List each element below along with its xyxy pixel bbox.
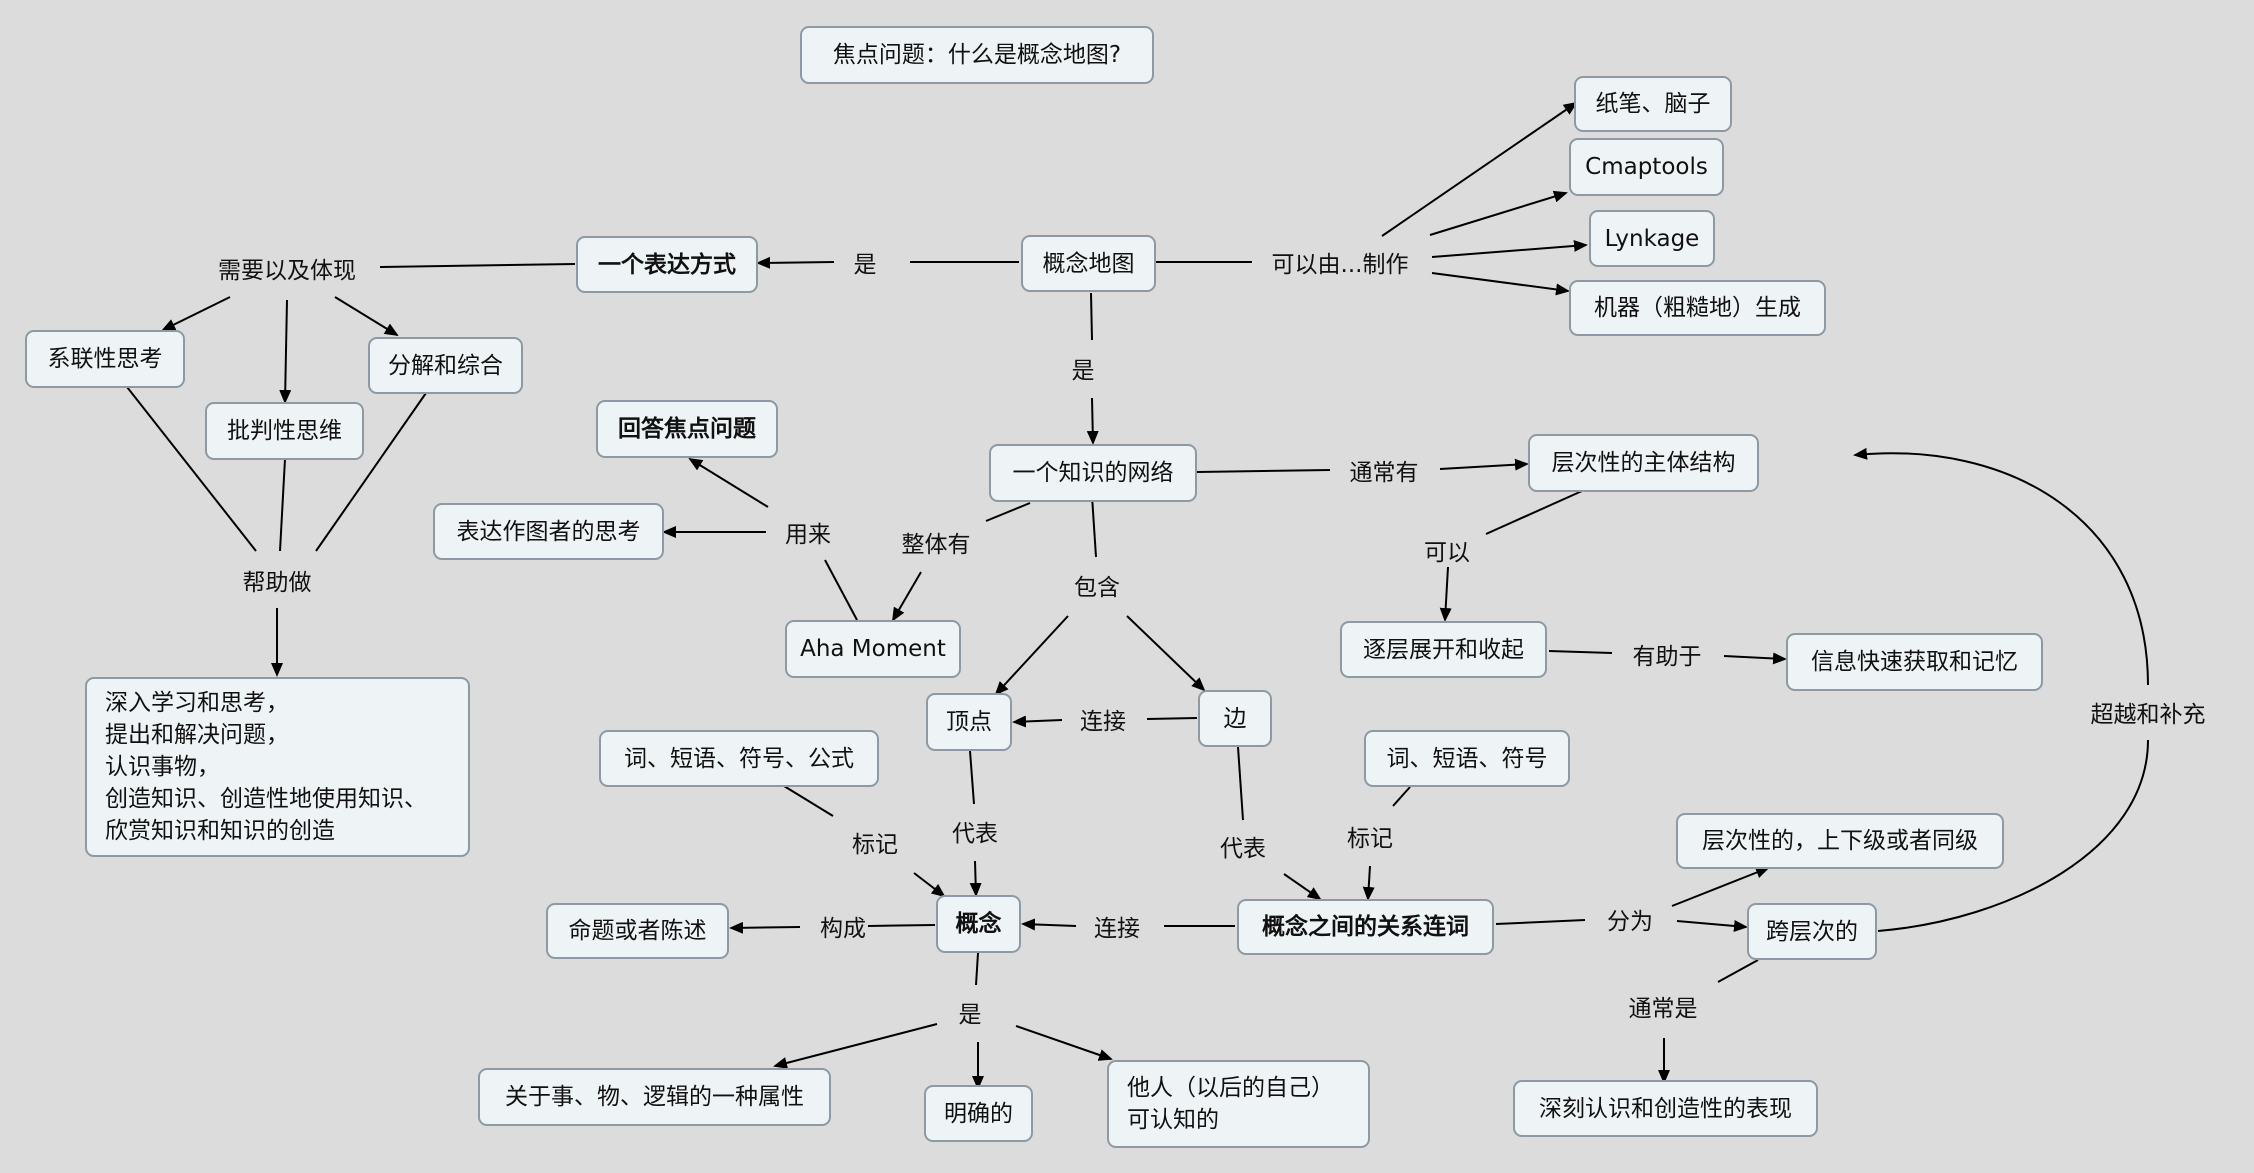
node-biaoda-zuotuzhe[interactable]: 表达作图者的思考 bbox=[433, 503, 664, 560]
link-label-shi: 是 bbox=[853, 252, 877, 278]
link-label-lianjie: 连接 bbox=[1094, 916, 1140, 942]
link-label-biaoji: 标记 bbox=[852, 832, 898, 858]
node-cmaptools[interactable]: Cmaptools bbox=[1569, 138, 1724, 196]
link-label-goucheng: 构成 bbox=[820, 916, 866, 942]
link-label-bangzhuzuo: 帮助做 bbox=[242, 570, 312, 596]
node-kuacengci[interactable]: 跨层次的 bbox=[1747, 903, 1877, 960]
link-label-tongchangyou: 通常有 bbox=[1349, 460, 1419, 486]
node-xinxi[interactable]: 信息快速获取和记忆 bbox=[1786, 633, 2043, 691]
node-gainian-ditu[interactable]: 概念地图 bbox=[1021, 235, 1156, 292]
link-label-zhengtiyou: 整体有 bbox=[901, 532, 971, 558]
node-pipanxing[interactable]: 批判性思维 bbox=[205, 402, 364, 460]
node-jiqi[interactable]: 机器（粗糙地）生成 bbox=[1569, 280, 1826, 336]
node-zhishi-wangluo[interactable]: 一个知识的网络 bbox=[989, 444, 1197, 502]
node-cengci-shangxia[interactable]: 层次性的，上下级或者同级 bbox=[1676, 813, 2004, 869]
node-xilianxing[interactable]: 系联性思考 bbox=[25, 330, 185, 388]
node-biaoda-fangshi[interactable]: 一个表达方式 bbox=[576, 236, 758, 293]
node-mingque[interactable]: 明确的 bbox=[924, 1085, 1033, 1142]
node-huida[interactable]: 回答焦点问题 bbox=[596, 400, 778, 458]
link-label-shi: 是 bbox=[1071, 358, 1095, 384]
link-label-lianjie: 连接 bbox=[1080, 709, 1126, 735]
link-label-daibiao: 代表 bbox=[1220, 836, 1266, 862]
link-label-chaoyue: 超越和补充 bbox=[2090, 702, 2206, 728]
link-label-xuyao: 需要以及体现 bbox=[218, 258, 356, 284]
node-taren[interactable]: 他人（以后的自己） 可认知的 bbox=[1107, 1060, 1370, 1148]
node-shenru-xuexi[interactable]: 深入学习和思考， 提出和解决问题， 认识事物， 创造知识、创造性地使用知识、 欣… bbox=[85, 677, 470, 857]
link-label-biaoji: 标记 bbox=[1347, 826, 1393, 852]
node-ciyu-gongshi[interactable]: 词、短语、符号、公式 bbox=[599, 730, 879, 787]
node-dingdian[interactable]: 顶点 bbox=[926, 693, 1012, 751]
link-label-fenwei: 分为 bbox=[1607, 909, 1653, 935]
link-label-baohan: 包含 bbox=[1074, 575, 1120, 601]
link-label-keyi: 可以 bbox=[1424, 540, 1470, 566]
link-label-youzhuyu: 有助于 bbox=[1632, 644, 1702, 670]
node-bian[interactable]: 边 bbox=[1198, 690, 1272, 747]
link-label-keyiyou: 可以由...制作 bbox=[1271, 252, 1409, 278]
node-fenjie[interactable]: 分解和综合 bbox=[368, 337, 523, 394]
node-lynkage[interactable]: Lynkage bbox=[1589, 210, 1715, 267]
link-label-tongchangshi: 通常是 bbox=[1628, 996, 1698, 1022]
node-ciyu-fuhao[interactable]: 词、短语、符号 bbox=[1364, 730, 1570, 787]
node-shenke[interactable]: 深刻认识和创造性的表现 bbox=[1513, 1080, 1818, 1137]
link-label-yonglai: 用来 bbox=[785, 522, 831, 548]
node-aha-moment[interactable]: Aha Moment bbox=[785, 620, 961, 678]
node-zhibi[interactable]: 纸笔、脑子 bbox=[1574, 76, 1732, 132]
node-gainian[interactable]: 概念 bbox=[936, 895, 1021, 953]
node-guanxi-lianci[interactable]: 概念之间的关系连词 bbox=[1237, 899, 1494, 955]
link-label-daibiao: 代表 bbox=[952, 821, 998, 847]
node-cengci-zhuti[interactable]: 层次性的主体结构 bbox=[1528, 434, 1759, 492]
link-label-shi: 是 bbox=[958, 1002, 982, 1028]
focus-question: 焦点问题：什么是概念地图? bbox=[800, 26, 1154, 84]
node-zhuceng[interactable]: 逐层展开和收起 bbox=[1340, 621, 1547, 678]
node-guanyu-shuxing[interactable]: 关于事、物、逻辑的一种属性 bbox=[478, 1068, 831, 1126]
node-mingti[interactable]: 命题或者陈述 bbox=[546, 903, 729, 959]
